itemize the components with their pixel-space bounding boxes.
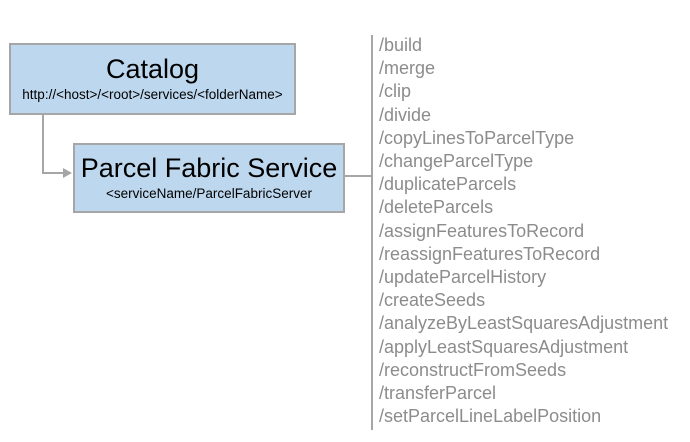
parcel-fabric-service-box: Parcel Fabric Service <serviceName/Parce… (73, 143, 345, 213)
endpoint-item: /clip (379, 81, 412, 102)
endpoint-item: /transferParcel (379, 383, 497, 404)
endpoint-item: /setParcelLineLabelPosition (379, 406, 602, 427)
service-name: <serviceName/ParcelFabricServer (106, 186, 312, 202)
endpoints-bracket-line (371, 35, 373, 430)
endpoint-list: /build/merge/clip/divide/copyLinesToParc… (379, 34, 668, 428)
endpoint-item: /divide (379, 104, 432, 125)
endpoint-item: /reassignFeaturesToRecord (379, 243, 601, 264)
endpoint-item: /build (379, 35, 423, 55)
catalog-box: Catalog http://<host>/<root>/services/<f… (9, 43, 296, 115)
endpoint-item: /updateParcelHistory (379, 267, 547, 288)
endpoint-item: /assignFeaturesToRecord (379, 220, 585, 241)
endpoint-item: /changeParcelType (379, 151, 534, 172)
connector-catalog-to-service-vertical (42, 114, 44, 173)
endpoint-item: /deleteParcels (379, 197, 494, 218)
connector-catalog-to-service-horizontal (42, 172, 64, 174)
service-title: Parcel Fabric Service (80, 152, 338, 183)
endpoint-item: /duplicateParcels (379, 174, 517, 195)
endpoint-item: /merge (379, 58, 436, 79)
connector-service-to-endpoints (345, 175, 372, 177)
endpoint-item: /analyzeByLeastSquaresAdjustment (379, 313, 669, 334)
endpoint-item: /reconstructFromSeeds (379, 359, 567, 380)
catalog-url: http://<host>/<root>/services/<folderNam… (22, 87, 283, 103)
catalog-title: Catalog (105, 53, 200, 84)
endpoint-item: /applyLeastSquaresAdjustment (379, 336, 629, 357)
endpoint-item: /createSeeds (379, 290, 486, 311)
arrowhead-right-icon (63, 168, 72, 178)
endpoint-item: /copyLinesToParcelType (379, 127, 575, 148)
